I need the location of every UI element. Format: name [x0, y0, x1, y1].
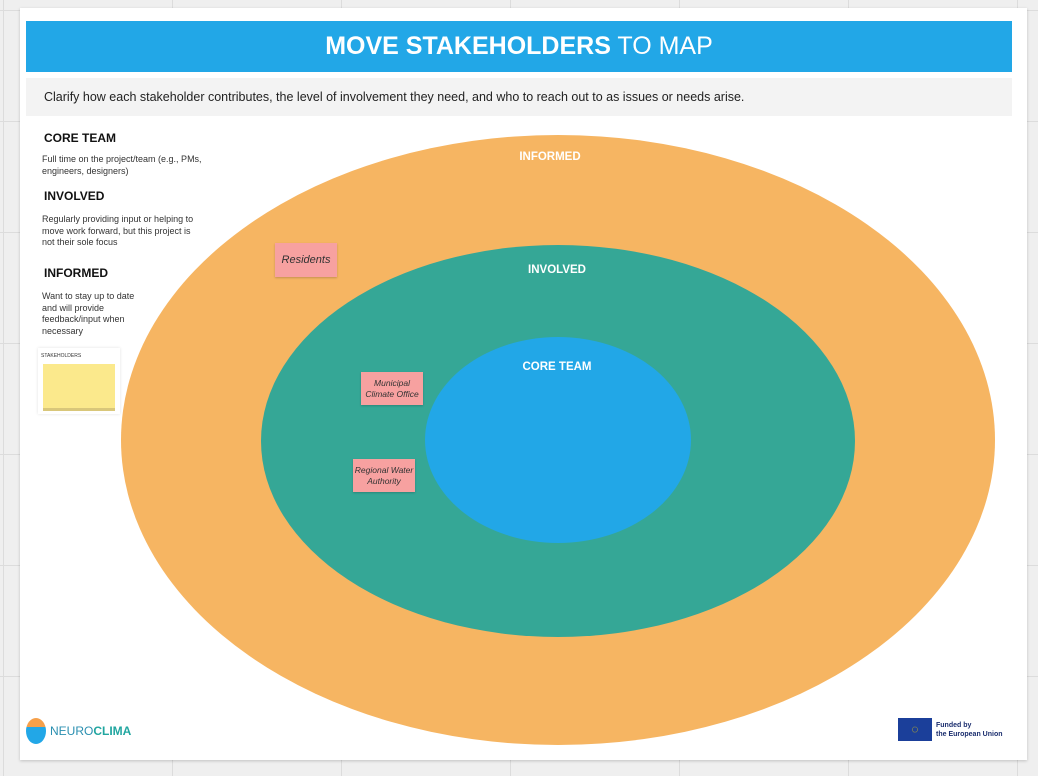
whiteboard: MOVE STAKEHOLDERS TO MAP Clarify how eac… — [20, 8, 1027, 760]
legend-core-title: CORE TEAM — [44, 131, 116, 145]
subtitle: Clarify how each stakeholder contributes… — [26, 78, 1012, 116]
legend-involved-desc: Regularly providing input or helping to … — [42, 214, 194, 247]
sticky-note-stack[interactable] — [43, 364, 115, 411]
sticky-regional-water-authority[interactable]: Regional Water Authority — [353, 459, 415, 492]
sticky-residents[interactable]: Residents — [275, 243, 337, 277]
sticky-pad-label: STAKEHOLDERS — [41, 353, 82, 359]
ring-involved-label: INVOLVED — [528, 264, 586, 276]
sticky-municipal-climate-office[interactable]: Municipal Climate Office — [361, 372, 423, 405]
ring-core — [425, 337, 691, 543]
neuroclima-logo: NEUROCLIMA — [26, 718, 131, 744]
ring-informed-label: INFORMED — [519, 151, 581, 163]
legend-informed-desc: Want to stay up to date and will provide… — [42, 291, 135, 336]
globe-icon — [26, 718, 46, 744]
legend-informed-title: INFORMED — [44, 266, 108, 280]
ring-core-label: CORE TEAM — [522, 361, 592, 373]
page-title: MOVE STAKEHOLDERS TO MAP — [26, 21, 1012, 72]
legend-involved-title: INVOLVED — [44, 189, 105, 203]
eu-flag-icon: ◌ — [898, 718, 932, 741]
sticky-pad[interactable]: STAKEHOLDERS — [38, 348, 120, 414]
legend-core-desc: Full time on the project/team (e.g., PMs… — [42, 154, 202, 176]
